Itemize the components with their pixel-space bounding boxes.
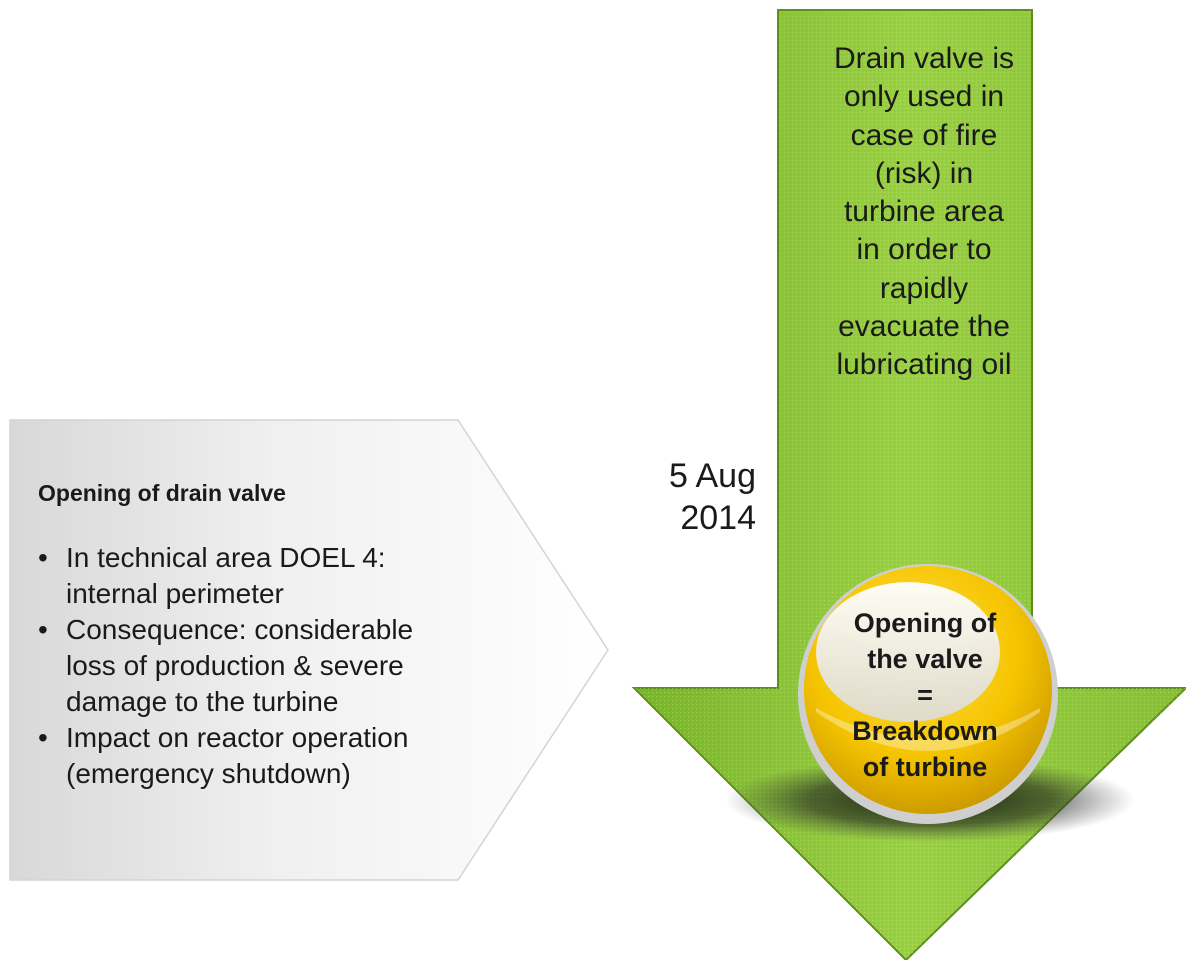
ball-text-line: the valve (867, 644, 983, 674)
callout-bullets: • In technical area DOEL 4: internal per… (38, 540, 538, 792)
ball-text: Opening of the valve = Breakdown of turb… (812, 605, 1038, 785)
arrow-text-line: only used in (843, 80, 1005, 114)
bullet-dot-icon: • (38, 722, 48, 753)
date-line-2: 2014 (680, 499, 756, 537)
bullet-line: loss of production & severe (66, 650, 404, 681)
ball-text-line: of turbine (862, 752, 988, 782)
bullet-item: • Impact on reactor operation (emergency… (38, 720, 538, 792)
arrow-text: Drain valve is only used in case of fire… (808, 40, 1040, 385)
date-line-1: 5 Aug (669, 457, 756, 495)
ball-text-line: Opening of (853, 608, 997, 638)
arrow-text-line: case of fire (850, 118, 998, 152)
arrow-text-line: evacuate the (838, 310, 1010, 344)
arrow-text-line: Drain valve is (833, 42, 1015, 75)
arrow-text-line: turbine area (843, 195, 1005, 229)
bullet-item: • In technical area DOEL 4: internal per… (38, 540, 538, 612)
bullet-line: Consequence: considerable (66, 614, 414, 645)
arrow-text-line: (risk) in (874, 156, 974, 190)
bullet-line: Impact on reactor operation (66, 722, 409, 753)
yellow-ball (798, 564, 1058, 824)
arrow-text-line: rapidly (879, 271, 969, 305)
arrow-text-line: lubricating oil (836, 348, 1012, 382)
bullet-item: • Consequence: considerable loss of prod… (38, 612, 538, 720)
bullet-dot-icon: • (38, 614, 48, 645)
bullet-line: (emergency shutdown) (66, 758, 351, 789)
bullet-line: In technical area DOEL 4: (66, 542, 386, 573)
bullet-line: damage to the turbine (66, 686, 339, 717)
arrow-text-line: in order to (856, 233, 992, 267)
callout-heading: Opening of drain valve (38, 480, 286, 506)
callout-text: Opening of drain valve • In technical ar… (38, 478, 538, 792)
ball-text-line: Breakdown (852, 716, 998, 746)
bullet-line: internal perimeter (66, 578, 284, 609)
bullet-dot-icon: • (38, 542, 48, 573)
date-label: 5 Aug 2014 (626, 455, 756, 539)
callout-shape (9, 419, 609, 881)
ball-text-line: = (917, 680, 933, 710)
